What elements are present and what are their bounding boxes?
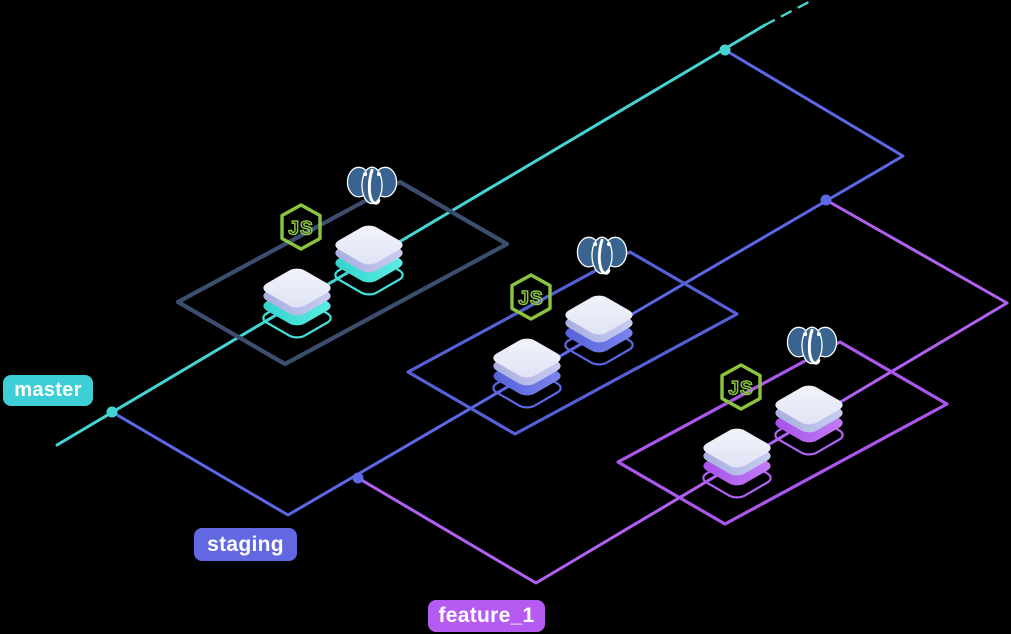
staging-environment: [406, 236, 739, 436]
master-branch-line: [55, 23, 767, 447]
postgresql-icon: [786, 326, 838, 365]
master-branch-badge: master: [3, 375, 93, 406]
feature-1-branch-label: feature_1: [438, 604, 535, 627]
service-cube: [559, 291, 639, 369]
service-cube: [769, 381, 849, 459]
feature-branch-line: [356, 198, 1009, 585]
staging-branch-line: [110, 48, 905, 517]
master-branch-line-dashed: [763, 0, 816, 27]
service-cube: [487, 334, 567, 412]
branch-point-dot: [719, 44, 731, 56]
staging-environment-outline: [406, 250, 739, 436]
branch-point-dot: [106, 406, 118, 418]
staging-branch-badge: staging: [194, 528, 297, 561]
postgresql-icon: [576, 236, 628, 275]
branch-point-dot: [352, 472, 364, 484]
staging-branch-label: staging: [207, 532, 284, 556]
service-cube: [257, 264, 337, 342]
service-cube: [697, 424, 777, 502]
master-environment: [175, 166, 510, 367]
feature-1-branch-badge: feature_1: [428, 600, 545, 632]
master-branch-label: master: [14, 379, 82, 401]
feature-1-environment-outline: [616, 340, 949, 526]
postgresql-icon: [346, 166, 398, 205]
master-environment-outline: [175, 179, 510, 367]
branch-point-dot: [820, 194, 832, 206]
service-cube: [329, 221, 409, 299]
feature-1-environment: [616, 326, 949, 526]
